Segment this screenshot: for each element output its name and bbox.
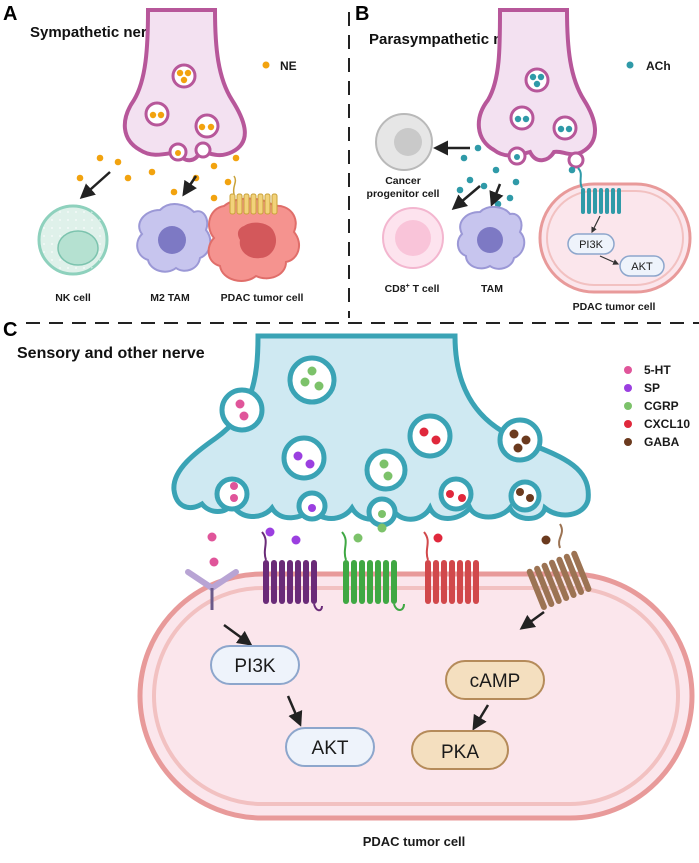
arrow-pi3k-akt bbox=[286, 695, 303, 727]
m2-tam-cell bbox=[136, 203, 212, 273]
akt-box-b bbox=[619, 255, 665, 277]
legend-5ht-label: 5-HT bbox=[644, 363, 671, 377]
ne-receptor bbox=[229, 193, 278, 215]
pi3k-box-c bbox=[210, 645, 300, 685]
arrow-to-tam bbox=[182, 175, 198, 197]
ne-legend-dot bbox=[262, 61, 270, 69]
pdac-tumor-cell-a bbox=[207, 175, 301, 282]
cd8-t-cell bbox=[382, 207, 444, 269]
akt-label-c: AKT bbox=[312, 738, 349, 759]
ne-legend-label: NE bbox=[280, 59, 297, 73]
legend-gaba-label: GABA bbox=[644, 435, 680, 449]
nk-cell-label: NK cell bbox=[55, 292, 91, 304]
panel-b-letter: B bbox=[355, 3, 369, 25]
panel-c: C Sensory and other nerve bbox=[3, 319, 695, 849]
legend-sp-dot bbox=[624, 384, 632, 392]
nk-cell bbox=[37, 204, 109, 276]
gaba-receptor bbox=[526, 523, 592, 610]
pdac-tumor-cell-b: PI3K AKT bbox=[538, 167, 692, 294]
ach-legend-label: ACh bbox=[646, 59, 671, 73]
ne-released bbox=[76, 154, 240, 202]
ach-vesicles bbox=[507, 67, 585, 169]
sensory-vesicles bbox=[214, 355, 543, 528]
cgrp-receptor bbox=[341, 531, 405, 611]
cancer-progenitor-cell bbox=[375, 113, 433, 171]
legend-gaba-dot bbox=[624, 438, 632, 446]
panel-c-letter: C bbox=[3, 319, 17, 341]
legend-cxcl10-label: CXCL10 bbox=[644, 417, 690, 431]
panel-b-title: Parasympathetic nerve bbox=[369, 31, 533, 48]
camp-box bbox=[445, 660, 545, 700]
legend-5ht-dot bbox=[624, 366, 632, 374]
legend-sp-label: SP bbox=[644, 381, 660, 395]
ach-legend-dot bbox=[626, 61, 634, 69]
pka-label: PKA bbox=[441, 742, 479, 763]
cd8-label: CD8+ T cell bbox=[385, 283, 440, 295]
panel-a-title: Sympathetic nerve bbox=[30, 24, 163, 41]
tam-label-b: TAM bbox=[481, 283, 503, 295]
arrow-to-nk bbox=[79, 171, 111, 199]
progenitor-label-1: Cancer bbox=[385, 175, 421, 187]
pdac-tumor-label-a: PDAC tumor cell bbox=[221, 292, 304, 304]
akt-box-c bbox=[285, 727, 375, 767]
legend-cgrp-label: CGRP bbox=[644, 399, 679, 413]
progenitor-label-2: progenitor cell bbox=[367, 188, 440, 200]
akt-label-b: AKT bbox=[631, 261, 653, 273]
pdac-tumor-label-c: PDAC tumor cell bbox=[363, 834, 466, 849]
pi3k-label-b: PI3K bbox=[579, 239, 604, 251]
released-ligands bbox=[207, 523, 551, 567]
sp-receptor bbox=[261, 531, 323, 612]
legend-cgrp-dot bbox=[624, 402, 632, 410]
tam-cell-b bbox=[456, 206, 526, 270]
5ht-receptor bbox=[185, 569, 239, 610]
panel-b: B Parasympathetic nerve ACh bbox=[355, 3, 692, 313]
cxcl10-receptor bbox=[423, 531, 479, 604]
camp-label: cAMP bbox=[470, 671, 521, 692]
panel-c-legend: 5-HT SP CGRP CXCL10 GABA bbox=[624, 363, 690, 449]
pka-box bbox=[411, 730, 509, 770]
arrow-to-pi3k bbox=[223, 623, 253, 646]
arrow-to-tam-b bbox=[489, 183, 504, 207]
arrow-to-cd8 bbox=[451, 185, 481, 210]
pdac-tumor-label-b: PDAC tumor cell bbox=[573, 301, 656, 313]
pdac-tumor-cell-c bbox=[137, 571, 695, 821]
legend-cxcl10-dot bbox=[624, 420, 632, 428]
pi3k-label-c: PI3K bbox=[234, 656, 276, 677]
panel-a: A Sympathetic nerve NE bbox=[3, 3, 303, 304]
m2-tam-label: M2 TAM bbox=[150, 292, 190, 304]
arrow-camp-pka bbox=[472, 704, 490, 731]
ach-receptor bbox=[581, 188, 621, 214]
panel-c-title: Sensory and other nerve bbox=[17, 345, 205, 362]
pi3k-box-b bbox=[567, 233, 615, 255]
panel-a-letter: A bbox=[3, 3, 17, 25]
arrow-to-camp bbox=[519, 610, 545, 630]
ne-vesicles bbox=[144, 63, 220, 162]
